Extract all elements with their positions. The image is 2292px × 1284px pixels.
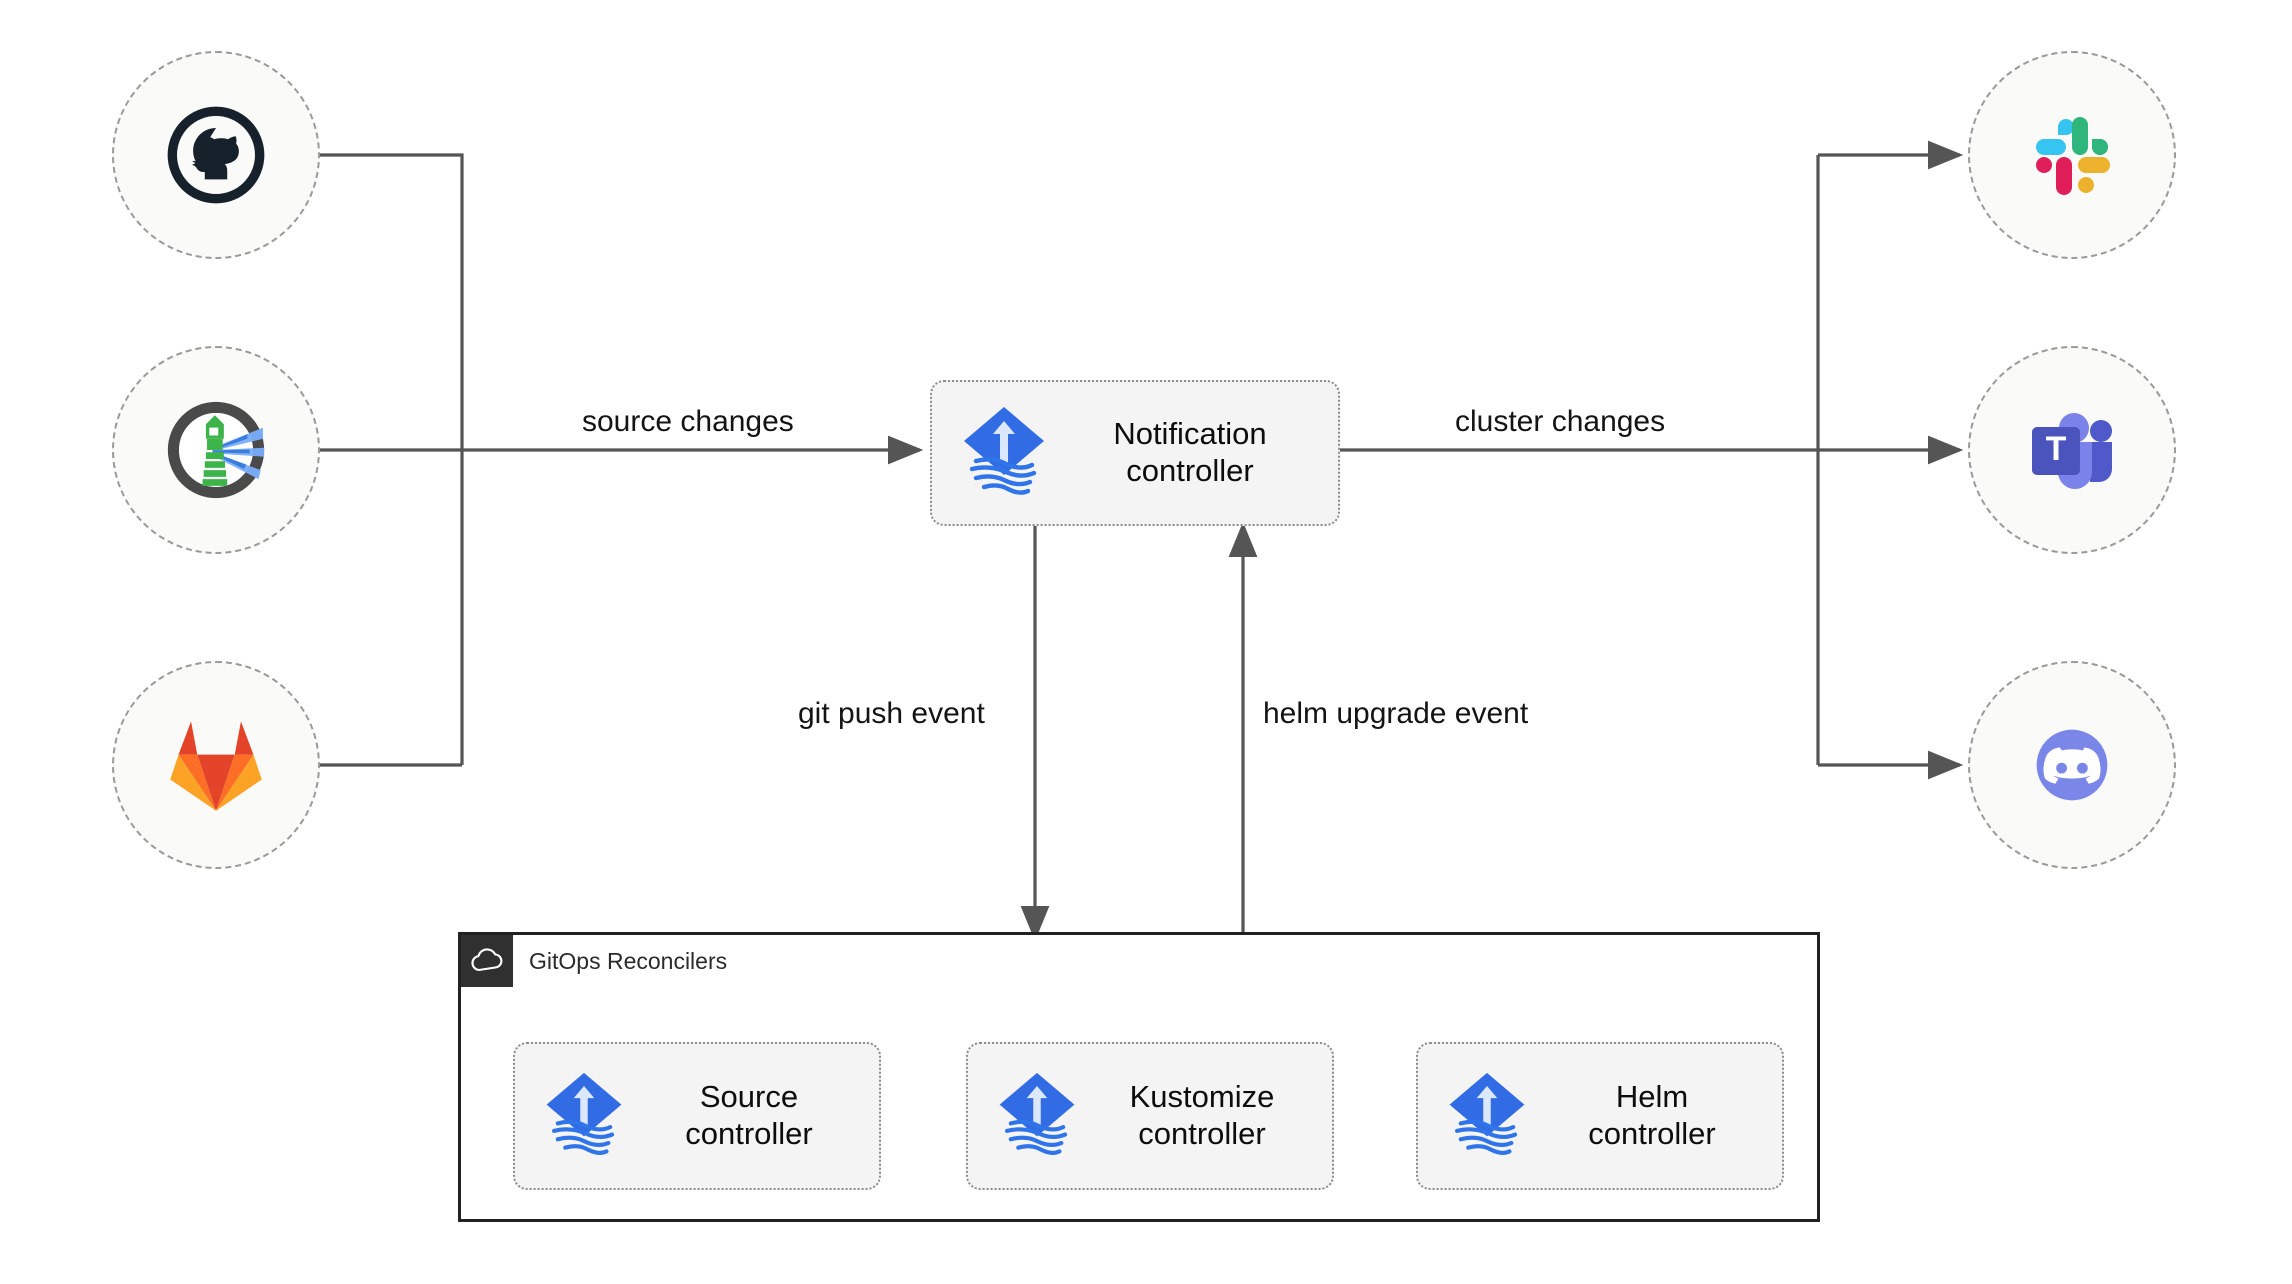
source-controller-label: Source controller: [685, 1079, 813, 1151]
notification-controller-box[interactable]: Notification controller: [930, 380, 1340, 526]
github-icon: [164, 103, 268, 207]
gitops-reconcilers-header: GitOps Reconcilers: [461, 935, 727, 987]
teams-icon: T: [2020, 400, 2124, 500]
source-node-github[interactable]: [112, 51, 320, 259]
gitlab-icon: [164, 715, 268, 815]
flux-icon: [1444, 1066, 1530, 1167]
kustomize-controller-label: Kustomize controller: [1129, 1079, 1275, 1151]
edge-label-source-changes: source changes: [574, 403, 802, 441]
source-node-gitlab[interactable]: [112, 661, 320, 869]
gitops-reconcilers-container: GitOps Reconcilers Source controller: [458, 932, 1820, 1222]
source-controller-box[interactable]: Source controller: [513, 1042, 881, 1190]
helm-controller-box[interactable]: Helm controller: [1416, 1042, 1784, 1190]
destination-node-teams[interactable]: T: [1968, 346, 2176, 554]
destination-node-discord[interactable]: [1968, 661, 2176, 869]
source-node-harbor[interactable]: [112, 346, 320, 554]
harbor-icon: [160, 394, 272, 506]
flux-icon: [994, 1066, 1080, 1167]
destination-node-slack[interactable]: [1968, 51, 2176, 259]
discord-icon: [2020, 713, 2124, 817]
edge-label-helm-upgrade-event: helm upgrade event: [1255, 695, 1537, 733]
edge-label-cluster-changes: cluster changes: [1447, 403, 1674, 441]
kustomize-controller-box[interactable]: Kustomize controller: [966, 1042, 1334, 1190]
gitops-reconcilers-title: GitOps Reconcilers: [529, 947, 728, 974]
flux-icon: [958, 401, 1050, 506]
cloud-icon: [461, 935, 513, 987]
edge-label-git-push-event: git push event: [790, 695, 993, 733]
slack-icon: [2022, 105, 2122, 205]
notification-controller-label: Notification controller: [1113, 416, 1267, 488]
connector-sources-bus: [320, 153, 464, 765]
svg-text:T: T: [2046, 430, 2067, 468]
flux-icon: [541, 1066, 627, 1167]
helm-controller-label: Helm controller: [1588, 1079, 1716, 1151]
